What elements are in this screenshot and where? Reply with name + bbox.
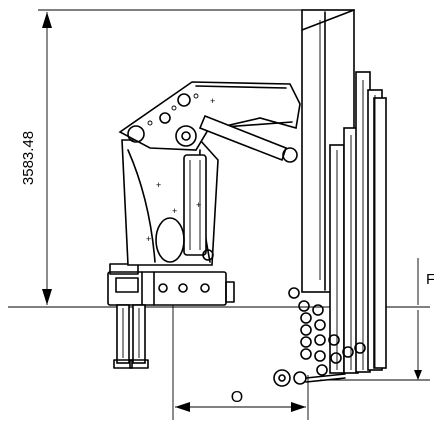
svg-text:+: + bbox=[196, 200, 201, 210]
arrow-down-icon bbox=[414, 370, 422, 380]
svg-text:+: + bbox=[156, 180, 161, 190]
arrow-right-icon bbox=[291, 402, 306, 412]
crane-column: + + + + bbox=[121, 139, 219, 266]
outreach-dimension-label: O bbox=[231, 389, 243, 406]
crane-base bbox=[107, 263, 235, 369]
right-dimension: F bbox=[320, 258, 434, 381]
hook bbox=[273, 369, 346, 387]
right-dimension-label: F bbox=[426, 271, 434, 288]
height-dimension: 3583.48 bbox=[8, 9, 430, 308]
telescopic-boom bbox=[301, 9, 387, 374]
svg-text:+: + bbox=[172, 206, 177, 216]
inner-boom: + bbox=[118, 81, 301, 163]
height-dimension-label: 3583.48 bbox=[20, 131, 37, 185]
boom-tip-rollers bbox=[288, 287, 366, 376]
arrow-up-icon bbox=[42, 12, 52, 28]
arrow-left-icon bbox=[175, 402, 190, 412]
svg-text:+: + bbox=[146, 234, 151, 244]
outreach-dimension: O bbox=[172, 290, 309, 420]
svg-text:+: + bbox=[210, 96, 215, 106]
arrow-down-icon bbox=[42, 289, 52, 305]
